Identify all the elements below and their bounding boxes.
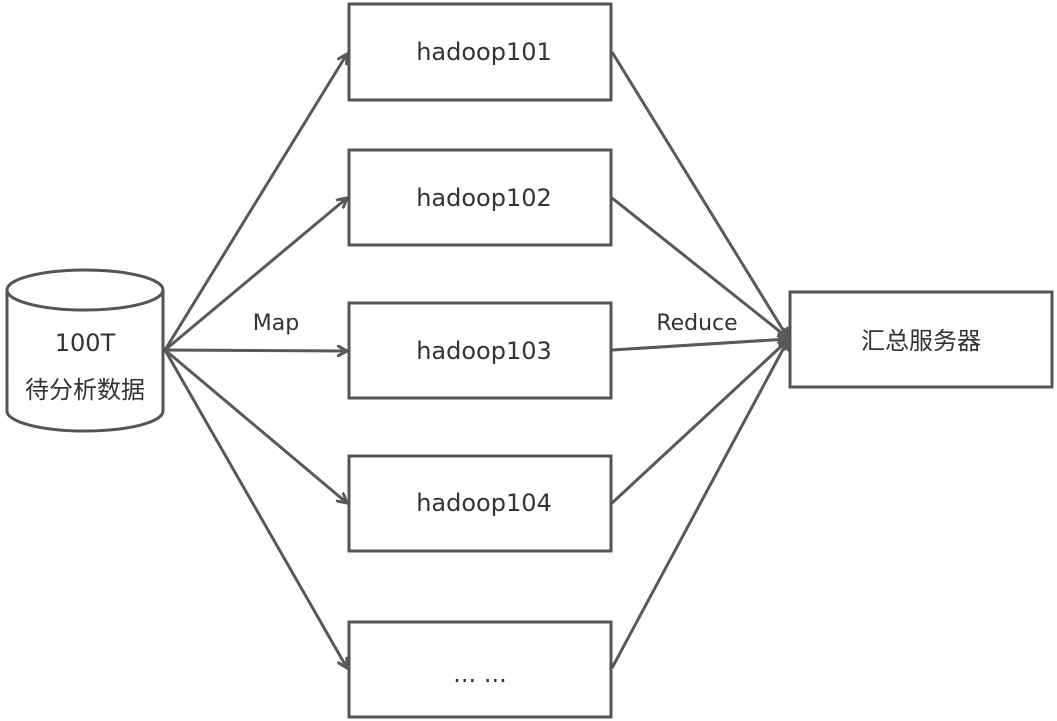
worker-node-3: hadoop103 <box>347 301 613 400</box>
reduce-edge-2 <box>611 196 788 338</box>
map-edge-1 <box>163 54 347 351</box>
reduce-edge-1 <box>610 51 788 338</box>
source-size-label: 100T <box>55 329 116 357</box>
map-edge-5 <box>163 349 347 668</box>
map-edge-3 <box>164 350 347 351</box>
database-cylinder-top <box>5 289 165 312</box>
worker-node-1: hadoop101 <box>347 2 613 102</box>
source-description-label: 待分析数据 <box>25 376 145 404</box>
worker-node-label: hadoop104 <box>416 489 552 517</box>
worker-node-2: hadoop102 <box>347 148 613 247</box>
worker-node-label: hadoop102 <box>416 184 552 212</box>
aggregation-server-label: 汇总服务器 <box>861 327 981 355</box>
reduce-edge-4 <box>610 340 788 505</box>
map-edge-2 <box>164 198 347 352</box>
aggregation-server: 汇总服务器 <box>788 290 1054 389</box>
database-cylinder-icon <box>5 268 165 433</box>
reduce-label: Reduce <box>656 311 737 336</box>
worker-node-label: hadoop101 <box>416 38 552 66</box>
worker-node-label: hadoop103 <box>416 337 552 365</box>
reduce-edges <box>610 51 788 669</box>
map-edge-4 <box>164 348 347 503</box>
map-label: Map <box>253 311 299 336</box>
reduce-edge-5 <box>610 340 788 669</box>
worker-node-4: hadoop104 <box>347 454 613 553</box>
worker-node-5: ... ... <box>347 620 613 719</box>
source-database: 100T 待分析数据 <box>5 268 165 433</box>
reduce-edge-3 <box>611 339 788 352</box>
worker-node-label: ... ... <box>453 660 506 688</box>
map-edges <box>163 54 347 668</box>
